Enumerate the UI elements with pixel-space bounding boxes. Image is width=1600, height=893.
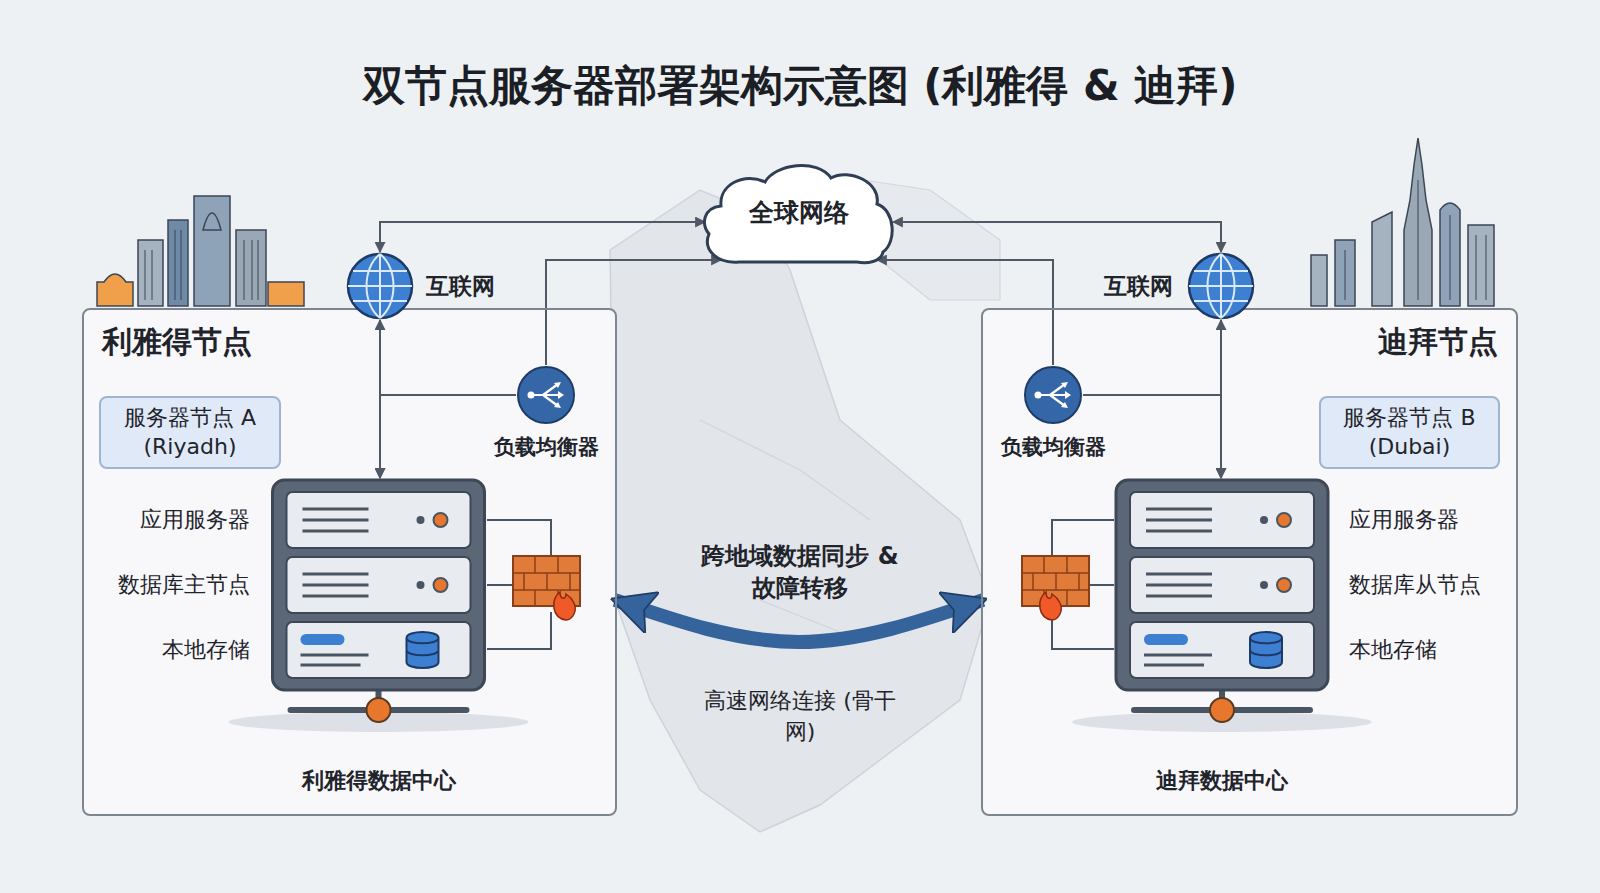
storage-bar [301,634,345,645]
unit-vents [301,655,369,665]
rack-unit-label: 应用服务器 [10,505,250,535]
rack-body [273,480,485,690]
globe-circle [1189,254,1253,318]
node-outline [1114,478,1330,694]
rack-unit-label: 本地存储 [1349,635,1589,665]
connector [893,222,1221,252]
rack-body [1116,480,1328,690]
rack-unit [1130,557,1314,613]
storage-bar [1144,634,1188,645]
rack-unit-label: 本地存储 [10,635,250,665]
node-outline [516,365,576,425]
edge-label: 跨地域数据同步 & 故障转移 [690,540,910,605]
load-balancer-label: 负载均衡器 [494,433,599,461]
load-balancer: 负载均衡器 [516,365,576,425]
firewall-wires [487,520,1114,649]
riyadh-skyline [97,196,304,306]
unit-vents [1146,509,1212,531]
cloud-outline [705,166,893,263]
rack-port [367,698,391,722]
internet-label: 互联网 [426,271,495,302]
datacenter-caption: 迪拜数据中心 [1072,766,1372,796]
connector [877,260,1053,365]
sync-arrow [615,600,983,642]
unit-button [434,578,448,592]
node-outline [346,252,414,320]
unit-led [1260,581,1268,589]
unit-vents [1146,574,1212,596]
title-wrap: 双节点服务器部署架构示意图 (利雅得 & 迪拜) [0,58,1600,114]
node-label: 服务器节点 A (Riyadh) [111,404,269,461]
connector [380,222,705,252]
lb-fork [532,384,560,406]
rack-unit [287,557,471,613]
globe-grid [1189,254,1253,318]
server-rack: 应用服务器数据库主节点本地存储利雅得数据中心 [270,478,487,694]
unit-vents [303,509,369,531]
rack-port [1210,698,1234,722]
database-cylinder [407,632,439,668]
site-panel: 迪拜节点服务器节点 B (Dubai) 负载均衡器应用服务器数据库从节点本地存储迪… [981,308,1518,816]
internet-globe: 互联网 [1187,252,1255,320]
note-wrap: 高速网络连接 (骨干网) [700,686,900,748]
datacenter-caption: 利雅得数据中心 [229,766,529,796]
lb-dot [528,392,535,399]
connector [546,260,721,365]
unit-button [1277,513,1291,527]
lb-dot [1035,392,1042,399]
server-node-box: 服务器节点 B (Dubai) [1319,396,1500,469]
rack-unit [1130,492,1314,548]
firewall-icon [1022,556,1089,620]
cloud-label: 全球网络 [749,196,849,229]
server-node-box: 服务器节点 A (Riyadh) [99,396,281,469]
unit-led [417,581,425,589]
unit-vents [303,574,369,596]
lb-heads [1061,382,1071,408]
edge-label-wrap: 跨地域数据同步 & 故障转移 [690,540,910,605]
map-border [700,420,870,640]
lb-heads [554,382,564,408]
unit-button [1277,578,1291,592]
server-rack: 应用服务器数据库从节点本地存储迪拜数据中心 [1114,478,1330,694]
panel-heading: 迪拜节点 [1001,322,1498,363]
rack-unit-label: 应用服务器 [1349,505,1589,535]
globe-grid [348,254,412,318]
unit-led [1260,516,1268,524]
panel-ground [981,308,1518,816]
panel-ground [82,308,617,816]
link-note: 高速网络连接 (骨干网) [700,686,900,748]
firewall-icon [513,556,580,620]
unit-led [417,516,425,524]
rack-unit [287,622,471,678]
lb-circle [1025,367,1081,423]
cloud-node: 全球网络 [699,158,899,270]
panel-heading: 利雅得节点 [102,322,597,363]
internet-globe: 互联网 [346,252,414,320]
node-outline [1187,252,1255,320]
dubai-skyline [1311,138,1494,306]
node-label: 服务器节点 B (Dubai) [1331,404,1488,461]
globe-circle [348,254,412,318]
diagram-title: 双节点服务器部署架构示意图 (利雅得 & 迪拜) [0,58,1600,114]
lb-fork [1039,384,1067,406]
node-outline [1023,365,1083,425]
node-outline [270,478,487,694]
load-balancer: 负载均衡器 [1023,365,1083,425]
load-balancer-label: 负载均衡器 [1001,433,1106,461]
rack-unit-label: 数据库从节点 [1349,570,1589,600]
rack-unit [1130,622,1314,678]
unit-vents [1144,655,1212,665]
database-cylinder [1250,632,1282,668]
unit-button [434,513,448,527]
site-panel: 利雅得节点服务器节点 A (Riyadh) 负载均衡器应用服务器数据库主节点本地存… [82,308,617,816]
internet-label: 互联网 [1104,271,1173,302]
lb-circle [518,367,574,423]
rack-unit [287,492,471,548]
rack-unit-label: 数据库主节点 [10,570,250,600]
